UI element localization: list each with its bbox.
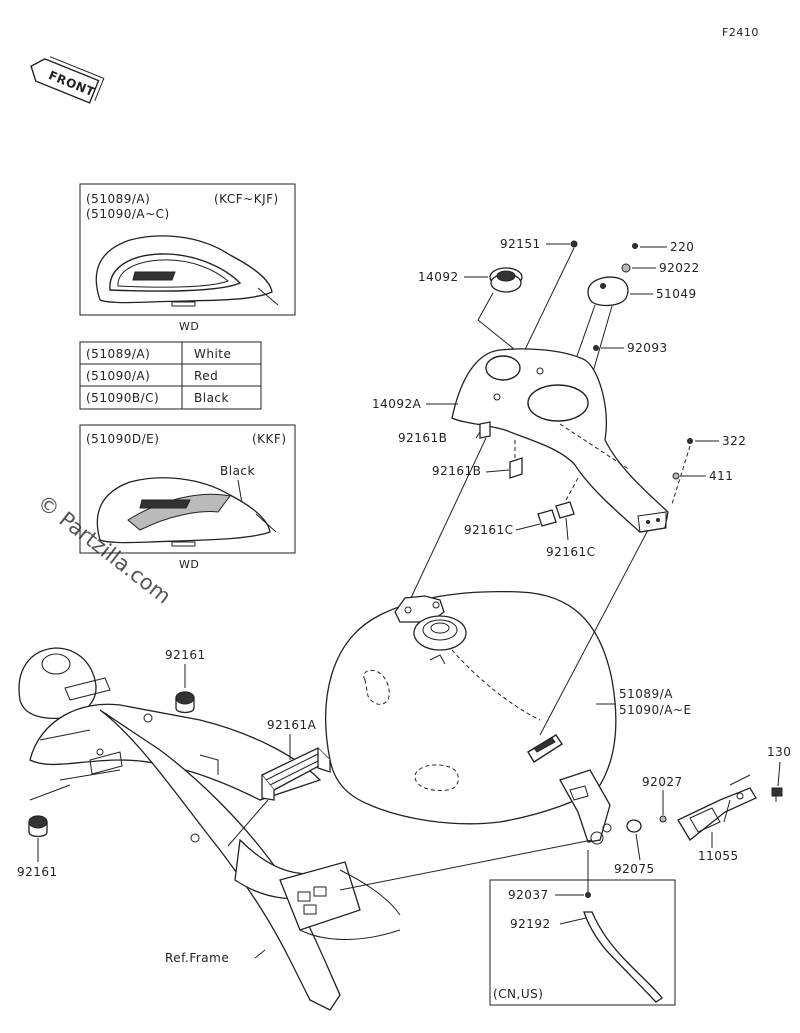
- color-table-code-1: (51090/A): [86, 369, 150, 383]
- pad-92161C-2: [555, 501, 575, 519]
- callout-92161C-1: 92161C: [464, 523, 514, 537]
- color-table-color-2: Black: [194, 391, 229, 405]
- callout-322: 322: [722, 434, 746, 448]
- color-table-color-1: Red: [194, 369, 218, 383]
- callout-92161A: 92161A: [267, 718, 317, 732]
- tank-illustration-1: [95, 235, 279, 307]
- color-table-code-0: (51089/A): [86, 347, 150, 361]
- cn-us-box: [489, 850, 676, 1006]
- callout-92192: 92192: [510, 917, 551, 931]
- pad-92161B-2: [509, 457, 523, 479]
- damper-92161-top: [175, 691, 195, 714]
- callout-51090: 51090/A~E: [619, 703, 692, 717]
- cn-us-label: (CN,US): [493, 987, 543, 1001]
- bolt-322: [687, 438, 693, 444]
- callout-220: 220: [670, 240, 694, 254]
- bolt-130: [771, 787, 783, 802]
- callout-92161C-2: 92161C: [546, 545, 596, 559]
- variant1-caption: WD: [179, 320, 199, 333]
- washer-92022: [621, 263, 631, 273]
- variant2-caption: WD: [179, 558, 199, 571]
- callout-92161B-2: 92161B: [432, 464, 481, 478]
- variant1-models: (KCF~KJF): [214, 192, 279, 206]
- screw-92151: [570, 240, 578, 248]
- color-table-code-2: (51090B/C): [86, 391, 159, 405]
- ref-frame-label: Ref.Frame: [165, 951, 229, 965]
- pad-92161C-1: [537, 509, 557, 527]
- variant-box-1: (51089/A) (51090/A~C) (KCF~KJF) WD: [79, 183, 296, 333]
- callout-92093: 92093: [627, 341, 668, 355]
- callout-92027: 92027: [642, 775, 683, 789]
- callout-51089: 51089/A: [619, 687, 673, 701]
- callout-92037: 92037: [508, 888, 549, 902]
- frame-reference: [18, 647, 401, 1011]
- color-table-color-0: White: [194, 347, 231, 361]
- callout-92161B-1: 92161B: [398, 431, 447, 445]
- bolt-220: [632, 243, 638, 249]
- callout-92022: 92022: [659, 261, 700, 275]
- collar-92027: [659, 815, 667, 823]
- callout-51049: 51049: [656, 287, 697, 301]
- variant1-line2: (51090/A~C): [86, 207, 170, 221]
- callout-411: 411: [709, 469, 733, 483]
- variant2-line1: (51090D/E): [86, 432, 159, 446]
- callout-92161-bottom: 92161: [17, 865, 58, 879]
- pad-92161B-1: [479, 421, 491, 439]
- variant-box-2: (51090D/E) (KKF) Black WD: [79, 424, 296, 571]
- cover-51049: [557, 276, 629, 411]
- color-table: (51089/A) White (51090/A) Red (51090B/C)…: [79, 341, 262, 410]
- pad-92161A: [260, 747, 332, 801]
- washer-411: [672, 472, 680, 480]
- variant1-line1: (51089/A): [86, 192, 150, 206]
- callout-92151: 92151: [500, 237, 541, 251]
- tank-illustration-2: [96, 477, 277, 547]
- tank-cover-14092A: [451, 348, 669, 533]
- callout-130: 130: [767, 745, 791, 759]
- damper-92075: [626, 819, 642, 833]
- damper-92161-bottom: [28, 815, 48, 838]
- front-arrow-icon: FRONT: [30, 56, 105, 104]
- callout-11055: 11055: [698, 849, 739, 863]
- bracket-11055: [677, 774, 757, 841]
- variant2-models: (KKF): [252, 432, 287, 446]
- figure-code: F2410: [722, 26, 759, 39]
- nut-92093: [593, 345, 599, 351]
- callout-92161-top: 92161: [165, 648, 206, 662]
- callout-14092A: 14092A: [372, 397, 422, 411]
- fuel-tank: [325, 590, 617, 845]
- callout-92075: 92075: [614, 862, 655, 876]
- callout-14092: 14092: [418, 270, 459, 284]
- variant2-color-note: Black: [220, 464, 255, 478]
